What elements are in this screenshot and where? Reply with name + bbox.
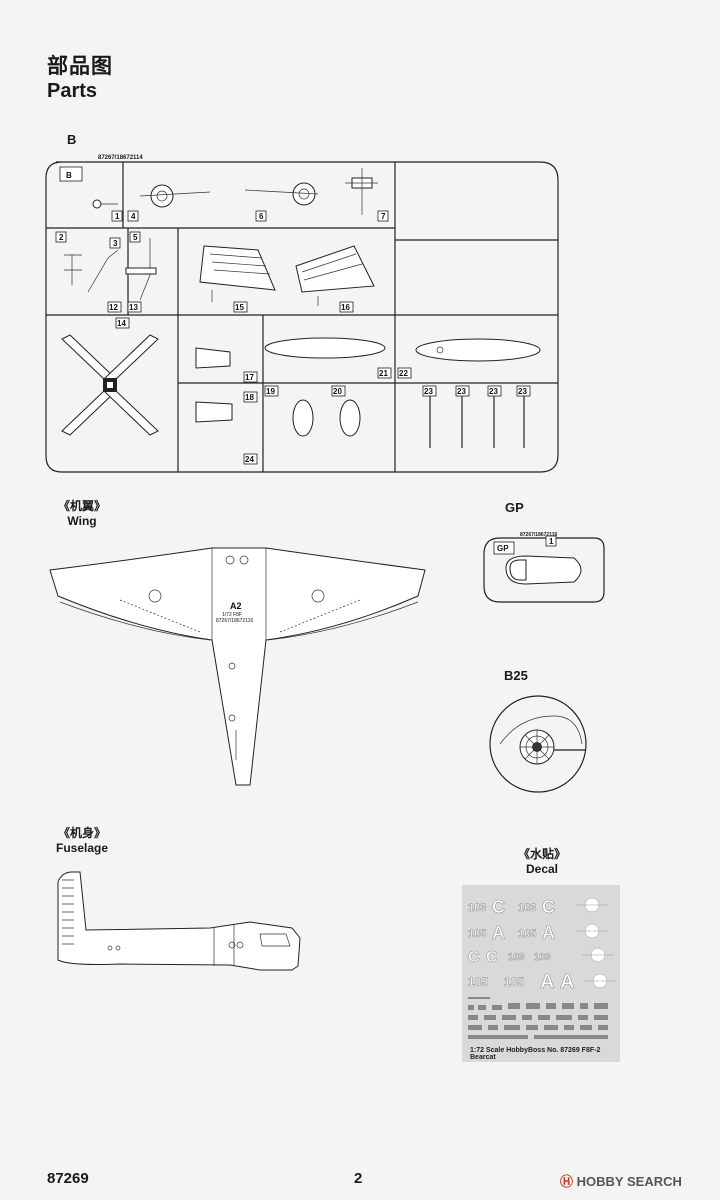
svg-text:A: A xyxy=(542,923,555,943)
svg-text:B: B xyxy=(66,171,72,180)
svg-text:C: C xyxy=(486,949,498,966)
svg-text:C: C xyxy=(542,897,555,917)
svg-text:23: 23 xyxy=(457,387,466,396)
svg-text:5: 5 xyxy=(133,233,138,242)
wing-label-cn: 《机翼》 xyxy=(57,499,106,513)
gp-label: GP xyxy=(505,500,524,515)
svg-text:19: 19 xyxy=(266,387,275,396)
decal-artwork: 103 C 103 C 105 A 105 A C C 103 103 105 … xyxy=(468,897,616,1039)
svg-text:7: 7 xyxy=(381,212,386,221)
svg-text:24: 24 xyxy=(245,455,254,464)
gp-part-number: 1 xyxy=(549,537,554,546)
fuselage-label: 《机身》 Fuselage xyxy=(52,826,112,856)
watermark-suffix: SEARCH xyxy=(626,1174,682,1189)
svg-text:23: 23 xyxy=(424,387,433,396)
page-title-en: Parts xyxy=(47,80,98,102)
svg-text:C: C xyxy=(468,949,480,966)
svg-text:15: 15 xyxy=(235,303,244,312)
svg-text:16: 16 xyxy=(341,303,350,312)
svg-text:A: A xyxy=(560,971,574,993)
wing-part-code: A2 xyxy=(230,601,242,611)
svg-text:105: 105 xyxy=(468,928,486,940)
page-title-cn: 部品图 xyxy=(47,55,113,78)
watermark-brand: HOBBY xyxy=(576,1174,624,1189)
fuselage-label-cn: 《机身》 xyxy=(57,826,106,840)
b25-label: B25 xyxy=(504,668,528,683)
kit-number: 87269 xyxy=(47,1170,89,1187)
svg-text:105: 105 xyxy=(468,975,488,989)
svg-text:103: 103 xyxy=(534,952,551,963)
sprue-b-code: 87267/18672114 xyxy=(98,155,143,161)
svg-text:23: 23 xyxy=(518,387,527,396)
watermark-symbol: Ⓗ xyxy=(560,1174,574,1189)
svg-text:A: A xyxy=(492,923,505,943)
svg-text:22: 22 xyxy=(399,369,408,378)
svg-text:3: 3 xyxy=(113,239,118,248)
svg-text:103: 103 xyxy=(518,902,536,914)
wing-part-code2: 87267/18672116 xyxy=(216,618,253,624)
svg-text:103: 103 xyxy=(508,952,525,963)
svg-text:A: A xyxy=(540,971,554,993)
svg-text:17: 17 xyxy=(245,373,254,382)
wing-label: 《机翼》 Wing xyxy=(52,499,112,529)
svg-text:14: 14 xyxy=(117,319,126,328)
svg-text:105: 105 xyxy=(504,975,524,989)
svg-text:23: 23 xyxy=(489,387,498,396)
svg-text:105: 105 xyxy=(518,928,536,940)
svg-text:103: 103 xyxy=(468,902,486,914)
svg-text:4: 4 xyxy=(131,212,136,221)
decal-label: 《水贴》 Decal xyxy=(512,847,572,877)
wing-label-en: Wing xyxy=(67,514,97,528)
svg-text:C: C xyxy=(492,897,505,917)
svg-text:13: 13 xyxy=(129,303,138,312)
svg-text:20: 20 xyxy=(333,387,342,396)
decal-sheet: 103 C 103 C 105 A 105 A C C 103 103 105 … xyxy=(462,885,620,1062)
page-number: 2 xyxy=(354,1170,363,1187)
fuselage-label-en: Fuselage xyxy=(55,841,109,855)
decal-caption: 1:72 Scale HobbyBoss No. 87269 F8F-2 Bea… xyxy=(470,1047,601,1061)
gp-code: 87267/18672116 xyxy=(520,532,558,538)
svg-text:12: 12 xyxy=(109,303,118,312)
svg-text:21: 21 xyxy=(379,369,388,378)
gp-tag: GP xyxy=(497,544,509,553)
watermark-logo: Ⓗ HOBBY SEARCH xyxy=(560,1171,682,1190)
part-number-labels: 1 2 3 4 5 6 7 12 13 14 15 16 17 18 19 20… xyxy=(55,210,531,465)
svg-text:6: 6 xyxy=(259,212,264,221)
decal-label-en: Decal xyxy=(525,862,559,876)
svg-text:18: 18 xyxy=(245,393,254,402)
svg-text:2: 2 xyxy=(59,233,64,242)
wing-part-sub: 1/72 F8F xyxy=(222,612,242,618)
decal-label-cn: 《水贴》 xyxy=(517,847,566,861)
sprue-b-label: B xyxy=(67,132,77,147)
svg-text:1: 1 xyxy=(115,212,120,221)
